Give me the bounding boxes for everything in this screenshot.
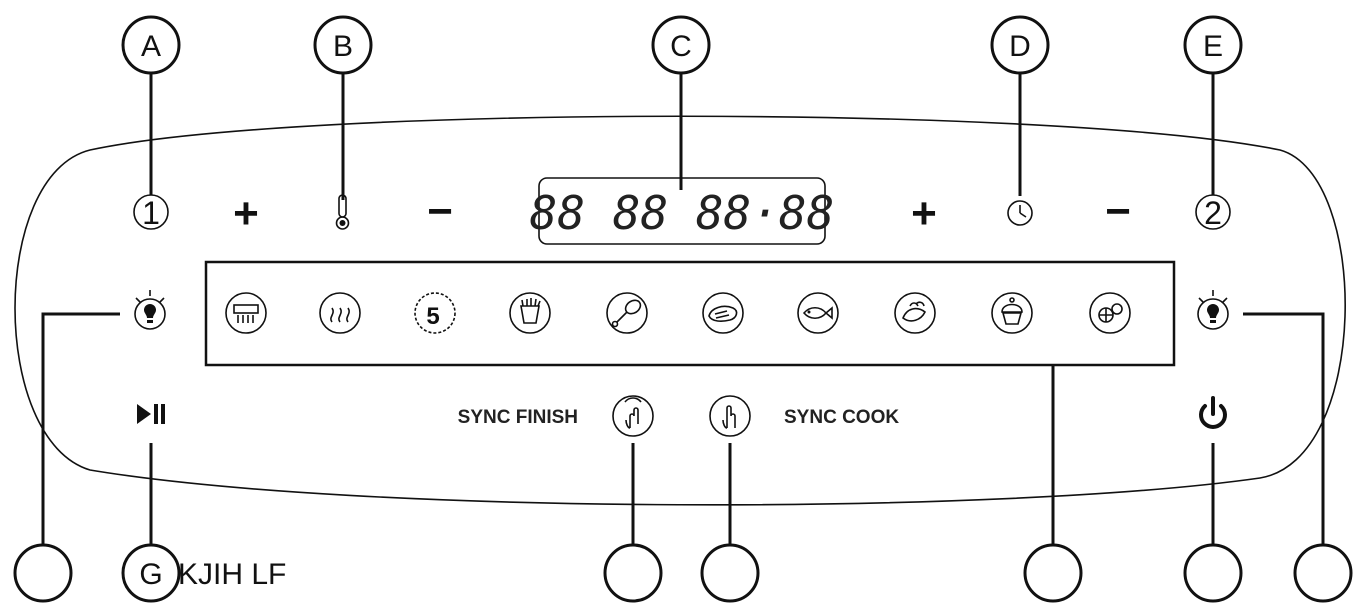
svg-text:2: 2 — [1204, 195, 1222, 231]
fish-icon[interactable] — [797, 292, 839, 334]
cupcake-icon[interactable] — [991, 292, 1033, 334]
steak-icon[interactable] — [702, 292, 744, 334]
time-minus-button[interactable]: − — [1105, 187, 1131, 236]
light-2-button[interactable] — [1197, 290, 1229, 330]
program-icons: 5 — [225, 292, 1131, 334]
5-minute-timer-icon[interactable]: 5 — [414, 292, 456, 334]
thermometer-icon — [335, 194, 350, 230]
sync-cook-label: SYNC COOK — [784, 407, 899, 428]
svg-text:D: D — [1009, 30, 1031, 63]
clock-icon — [1007, 200, 1033, 226]
power-icon[interactable] — [1199, 396, 1227, 429]
display-digits: 88 88 88·88 — [530, 186, 835, 240]
callout-c: C — [651, 15, 711, 190]
temp-minus-button[interactable]: − — [427, 187, 453, 236]
sync-cook-button[interactable] — [709, 395, 751, 437]
callout-a: A — [121, 15, 181, 195]
lcd-display: 88 88 88·88 — [530, 177, 835, 245]
callout-bottom-1 — [13, 543, 73, 603]
drumstick-icon[interactable] — [606, 292, 648, 334]
callout-g: G — [121, 543, 181, 603]
time-plus-button[interactable]: + — [911, 189, 937, 238]
bottom-callouts: G KJIH LF — [13, 543, 1353, 603]
svg-text:5: 5 — [426, 303, 439, 330]
svg-text:G: G — [139, 558, 162, 591]
bottom-leaders — [41, 312, 1325, 545]
play-pause-icon[interactable] — [137, 404, 165, 424]
callout-e: E — [1183, 15, 1243, 195]
steam-air-icon[interactable] — [319, 292, 361, 334]
panel-outline — [14, 115, 1346, 506]
fries-icon[interactable] — [509, 292, 551, 334]
svg-text:E: E — [1203, 30, 1223, 63]
timer-1-button[interactable]: 1 — [133, 194, 169, 231]
svg-text:C: C — [670, 30, 692, 63]
light-1-button[interactable] — [134, 290, 166, 330]
callout-bottom-3 — [603, 543, 663, 603]
svg-text:B: B — [333, 30, 353, 63]
vegetables-icon[interactable] — [894, 292, 936, 334]
callout-bottom-4 — [700, 543, 760, 603]
grill-icon[interactable] — [225, 292, 267, 334]
temp-plus-button[interactable]: + — [233, 189, 259, 238]
callout-bottom-6 — [1183, 543, 1243, 603]
svg-text:1: 1 — [142, 195, 160, 231]
program-box — [204, 260, 1176, 367]
callout-b: B — [313, 15, 373, 200]
top-row: 1 + − 88 88 88·88 + − 2 — [133, 177, 1231, 245]
callout-bottom-5 — [1023, 543, 1083, 603]
timer-2-button[interactable]: 2 — [1195, 194, 1231, 231]
top-callouts: A B C D E — [121, 15, 1243, 200]
callout-bottom-7 — [1293, 543, 1353, 603]
stray-labels: KJIH LF — [178, 558, 286, 591]
svg-text:A: A — [141, 30, 161, 63]
sync-finish-button[interactable] — [612, 395, 654, 437]
sync-finish-label: SYNC FINISH — [458, 407, 578, 428]
callout-d: D — [990, 15, 1050, 196]
dehydrate-icon[interactable] — [1089, 292, 1131, 334]
